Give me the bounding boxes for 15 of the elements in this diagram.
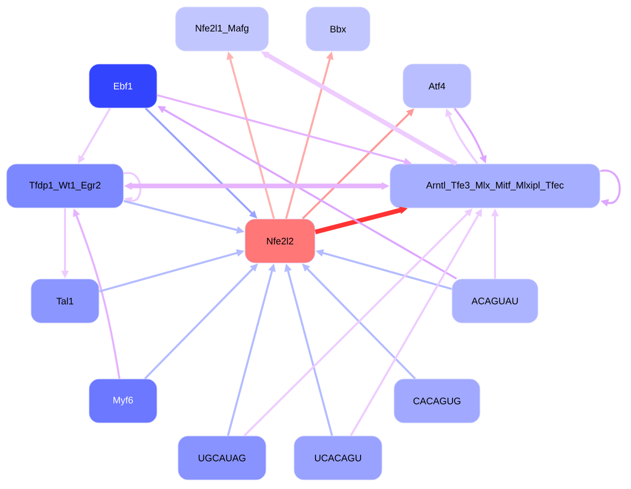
arrow: [124, 172, 142, 204]
node-box: Tal1: [30, 278, 100, 324]
node-box: Tfdp1_Wt1_Egr2: [6, 164, 124, 208]
node-box: Myf6: [88, 378, 158, 424]
arrow: [600, 170, 621, 207]
node-box: Nfe2l2: [244, 218, 316, 264]
node-box: Arntl_Tfe3_Mlx_Mitf_Mlxipl_Tfec: [390, 164, 600, 208]
node-box: UCACAGU: [294, 436, 382, 480]
node-box: Ebf1: [88, 64, 158, 108]
node-box: CACAGUG: [394, 378, 480, 424]
node-box: ACAGUAU: [452, 278, 538, 324]
node-box: Nfe2l1_Mafg: [175, 6, 269, 52]
node-box: Atf4: [402, 64, 472, 108]
node-box: UGCAUAG: [178, 436, 266, 480]
node-box: Bbx: [306, 6, 370, 52]
